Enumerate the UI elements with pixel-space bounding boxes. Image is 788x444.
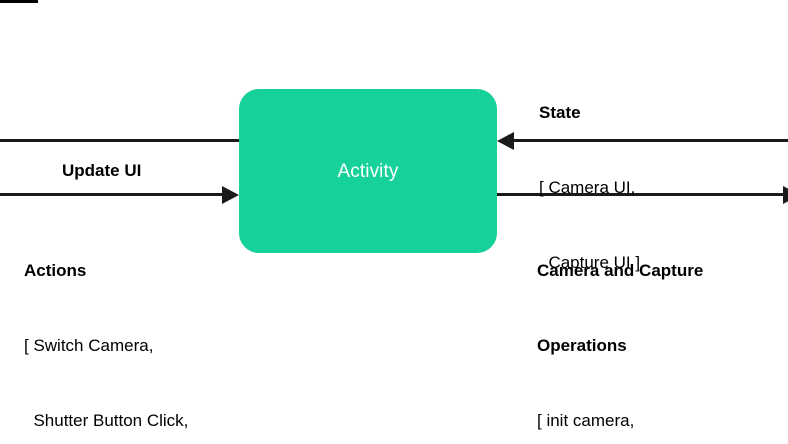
- arrowhead-state-into-node: [497, 132, 514, 150]
- actions-header: Actions: [24, 261, 87, 280]
- edge-line-update-ui: [0, 139, 245, 142]
- operations-header-line-2: Operations: [537, 336, 627, 355]
- state-header: State: [539, 103, 581, 122]
- update-ui-header: Update UI: [62, 161, 142, 180]
- label-camera-capture-operations: Camera and Capture Operations [ init cam…: [537, 208, 703, 444]
- state-item: Capture UI ]: [539, 253, 641, 272]
- label-actions: Actions [ Switch Camera, Shutter Button …: [24, 208, 230, 444]
- activity-node-label: Activity: [337, 160, 399, 182]
- operations-item: [ init camera,: [537, 411, 635, 430]
- operations-header-line-1: Camera and Capture: [537, 261, 704, 280]
- edge-line-actions: [0, 193, 228, 196]
- edge-line-camera-capture-operations: [490, 193, 788, 196]
- arrowhead-operations-outgoing: [783, 186, 788, 204]
- actions-item: Shutter Button Click,: [24, 411, 189, 430]
- arrowhead-actions-into-node: [222, 186, 239, 204]
- top-left-marker-bar: [0, 0, 38, 3]
- label-state: State [ Camera UI, Capture UI ]: [539, 50, 640, 325]
- label-update-ui: Update UI: [62, 108, 141, 233]
- state-item: [ Camera UI,: [539, 178, 636, 197]
- actions-item: [ Switch Camera,: [24, 336, 154, 355]
- edge-line-state: [513, 139, 788, 142]
- activity-node[interactable]: Activity: [239, 89, 497, 253]
